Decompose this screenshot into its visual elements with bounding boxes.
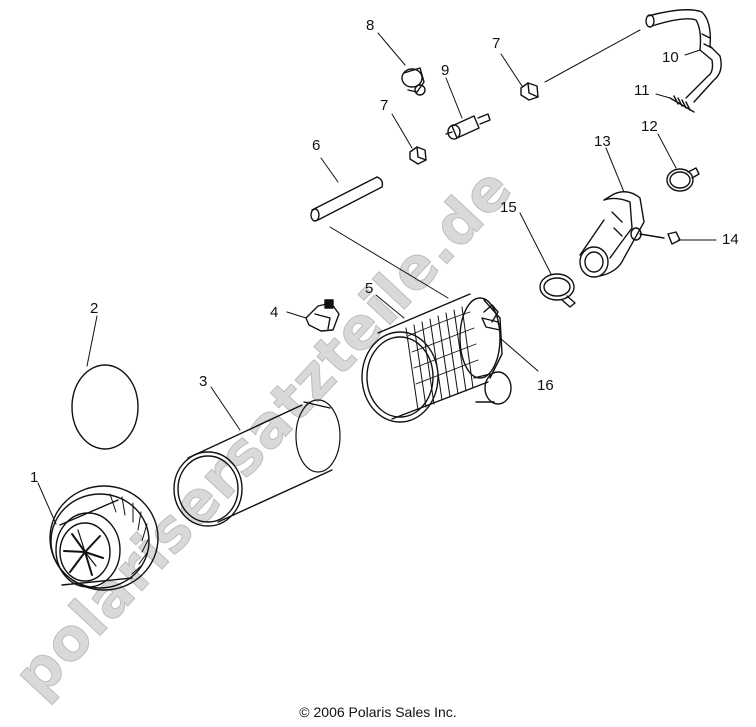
part-clip: [305, 299, 340, 332]
callout-7-lower: 7: [380, 97, 388, 114]
callout-15: 15: [500, 199, 517, 216]
callout-7-upper: 7: [492, 35, 500, 52]
callout-12: 12: [641, 118, 658, 135]
part-housing-screw: [481, 317, 501, 331]
part-seal-ring: [71, 364, 139, 450]
callout-5: 5: [365, 280, 373, 297]
callout-11: 11: [634, 82, 650, 99]
callout-14: 14: [722, 231, 739, 248]
part-intake-duct: [579, 191, 645, 278]
callout-1: 1: [30, 469, 38, 486]
callout-labels: 1 2 3 4 5 6 7 7 8 9 10 11 12 13 14 15 16: [30, 17, 739, 486]
watermark: polarisersatzteile.de: [0, 153, 526, 710]
part-fitting-lower: [409, 146, 427, 165]
copyright-notice: © 2006 Polaris Sales Inc.: [299, 704, 457, 720]
callout-8: 8: [366, 17, 374, 34]
part-tube: [310, 176, 384, 222]
callout-4: 4: [270, 304, 278, 321]
part-clamp-12: [666, 167, 700, 192]
part-air-box-cover: [49, 485, 159, 591]
callout-9: 9: [441, 62, 449, 79]
part-clamp-15: [539, 273, 576, 308]
part-air-box-housing: [361, 293, 512, 423]
part-spring-clip: [669, 95, 695, 113]
leader-lines: [37, 29, 717, 525]
callout-2: 2: [90, 300, 98, 317]
callout-16: 16: [537, 377, 554, 394]
part-fitting-upper: [520, 82, 539, 101]
part-breather-hose: [645, 9, 722, 103]
watermark-text: polarisersatzteile.de: [1, 154, 526, 710]
callout-3: 3: [199, 373, 207, 390]
callout-6: 6: [312, 137, 320, 154]
part-check-valve: [445, 113, 491, 140]
part-screw: [639, 231, 681, 245]
callout-10: 10: [662, 49, 679, 66]
part-filter-element: [173, 399, 341, 527]
part-hose-clamp: [401, 67, 426, 96]
callout-13: 13: [594, 133, 611, 150]
